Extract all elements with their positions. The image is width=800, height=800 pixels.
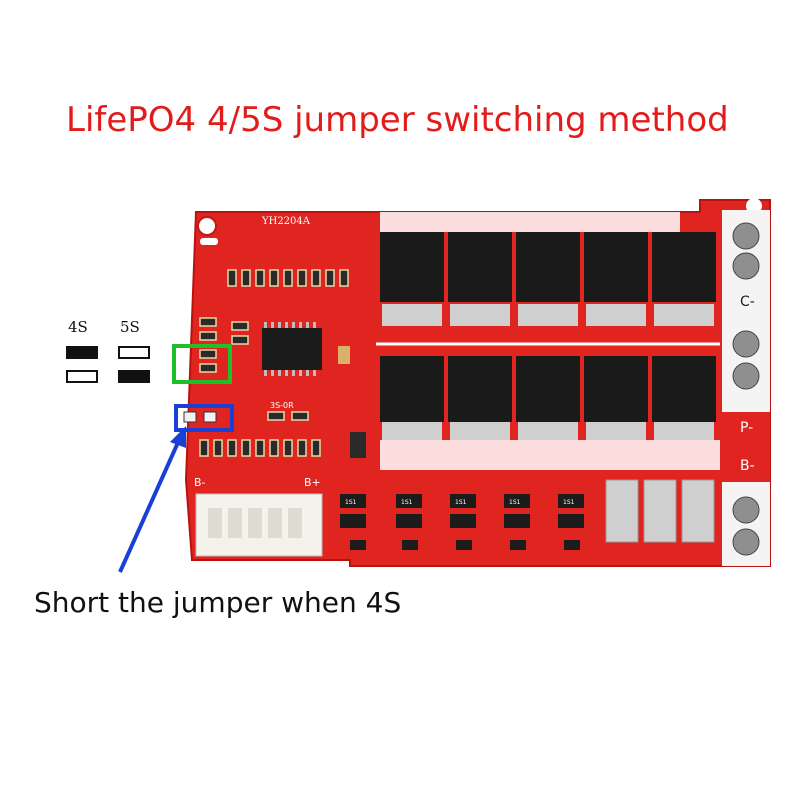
legend-4s-pad-top: [66, 346, 98, 359]
diode-marking: 1S1: [509, 499, 521, 506]
diode-marking: 1S1: [455, 499, 467, 506]
pointer-arrow-line: [118, 437, 182, 573]
terminal-b-label: B-: [740, 458, 755, 474]
diode-marking: 1S1: [401, 499, 413, 506]
legend-4s-pad-bottom: [66, 370, 98, 383]
model-label: YH2204A: [261, 216, 311, 227]
legend-4s-label: 4S: [68, 318, 88, 336]
terminal-p-label: P-: [740, 420, 753, 436]
diode-marking: 1S1: [563, 499, 575, 506]
green-jumper-highlight: [172, 344, 232, 384]
pointer-arrow-head-icon: [170, 426, 186, 448]
page-title: LifePO4 4/5S jumper switching method: [66, 100, 729, 140]
legend-5s-pad-top: [118, 346, 150, 359]
connector-b-plus-label: B+: [304, 476, 321, 489]
control-ic: [262, 328, 322, 370]
mosfet-top-row: [380, 232, 716, 326]
legend-5s-pad-bottom: [118, 370, 150, 383]
diode-marking: 1S1: [345, 499, 357, 506]
connector-b-minus-label: B-: [194, 476, 206, 489]
instruction-caption: Short the jumper when 4S: [34, 586, 402, 619]
jumper-silk-label: 3S-0R: [270, 401, 294, 410]
mosfet-bottom-row: [380, 356, 716, 440]
blue-jumper-highlight: [174, 404, 234, 432]
terminal-c-label: C-: [740, 294, 755, 310]
legend-5s-label: 5S: [120, 318, 140, 336]
jumper-legend: 4S 5S: [58, 316, 162, 394]
